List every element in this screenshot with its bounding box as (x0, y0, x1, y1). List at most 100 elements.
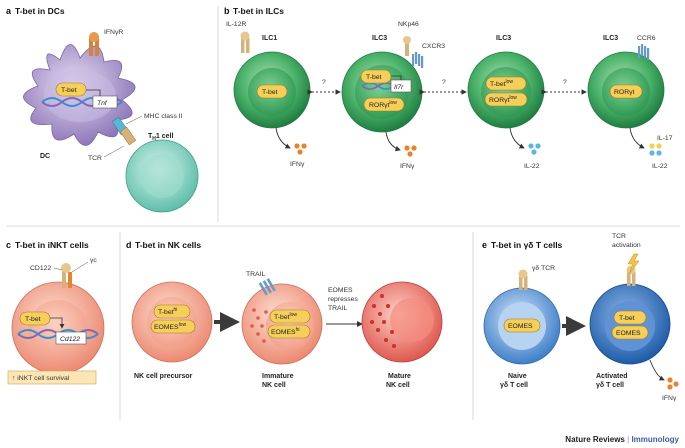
ilc3b-nucleus (481, 67, 531, 117)
tcr-leader (103, 145, 125, 158)
tbet-pill-ilc3b (485, 76, 527, 91)
trail-receptor (258, 278, 276, 296)
cd122-gene-box (55, 331, 87, 345)
naive-label-1: Naive (508, 373, 527, 380)
svg-text:T-betlow: T-betlow (274, 312, 297, 321)
th1-rest: 1 cell (156, 133, 174, 140)
q-mark-1: ? (322, 79, 326, 86)
panel-a-title: T-bet in DCs (15, 6, 65, 16)
mature-label-2: NK cell (386, 382, 410, 389)
gd-tcr-label: γδ TCR (532, 265, 555, 272)
activated-label-2: γδ T cell (596, 382, 624, 389)
tbet-pill-ilc3b-label: T-bet (490, 81, 506, 88)
arrow-ilc3c-cytokines (629, 127, 645, 149)
q-mark-3: ? (563, 79, 567, 86)
naive-label-2: γδ T cell (500, 382, 528, 389)
tcr-label: TCR (88, 155, 102, 162)
tbet-pill-a (55, 82, 87, 97)
ifngr-receptor (89, 32, 99, 56)
th1-nucleus (140, 154, 184, 198)
mhc-leader (125, 115, 143, 125)
dc-label: DC (40, 153, 50, 160)
roryt-pill-ilc3c-label: RORγt (614, 89, 635, 96)
cd122-label: CD122 (30, 265, 51, 272)
panel-b-title: T-bet in ILCs (233, 6, 284, 16)
panel-c-title: T-bet in iNKT cells (15, 240, 89, 250)
il22-label-ilc3c: IL-22 (652, 163, 668, 170)
svg-text:TH1 cell: TH1 cell (148, 133, 173, 142)
ifng-dots-ilc3a (404, 145, 417, 157)
survival-label: ↑ iNKT cell survival (12, 375, 70, 382)
ccr6-label: CCR6 (637, 35, 656, 42)
tbet-c-arrow (50, 317, 65, 329)
mhc-tcr-synapse (111, 116, 137, 146)
journal-name: Nature Reviews (565, 435, 625, 444)
arrow-activated-ifng (649, 359, 665, 381)
panel-d-letter: d (126, 240, 132, 250)
tbet-pill-c-label: T-bet (25, 316, 41, 323)
tbet-pill-activated (613, 310, 647, 325)
tbet-pill-immature-label: T-bet (274, 314, 290, 321)
lightning-icon (627, 253, 640, 275)
il7r-gene: Il7r (394, 84, 404, 91)
il12r-label: IL-12R (226, 21, 246, 28)
eomes-pill-activated (611, 325, 649, 340)
eomes-pill-naive-label: EOMES (508, 323, 533, 330)
eomes-note-2: represses (328, 296, 358, 303)
il22-label-ilc3b: IL-22 (524, 163, 540, 170)
trail-label: TRAIL (246, 271, 265, 278)
roryt-pill-ilc3b (484, 92, 528, 107)
immature-label-2: NK cell (262, 382, 286, 389)
eomes-precursor-sup: low (179, 322, 187, 328)
ilc3a-label: ILC3 (372, 35, 387, 42)
ilc1-label: ILC1 (262, 35, 277, 42)
roryt-ilc3b-sup: low (509, 95, 517, 101)
ifng-label-e: IFNγ (662, 395, 677, 402)
mhc-label: MHC class II (144, 113, 183, 120)
tcr-activation-label-2: activation (612, 242, 641, 249)
tbet-b-inhibit (391, 75, 402, 80)
gc-label: γc (90, 257, 97, 264)
arrow-ilc1-ifng (275, 127, 291, 149)
precursor-label: NK cell precursor (134, 373, 193, 380)
ilc3b-label: ILC3 (496, 35, 511, 42)
il17-dots-ilc3c (649, 143, 662, 149)
tbet-precursor-sup: hi (174, 307, 178, 313)
tbet-pill-precursor (153, 304, 191, 319)
panel-d-title: T-bet in NK cells (135, 240, 201, 250)
roryt-pill-ilc3a-label: RORγt (369, 102, 390, 109)
journal-section: Immunology (631, 435, 679, 444)
ifngr-label: IFNγR (104, 29, 123, 36)
cd122-leader (53, 267, 63, 271)
th1-sub: H (152, 136, 156, 142)
roryt-pill-ilc3b-label: RORγt (489, 97, 510, 104)
gc-leader (71, 261, 89, 273)
nkp46-label: NKp46 (398, 21, 419, 28)
panel-d: d T-bet in NK cells T-bethi EOMESlow NK … (126, 240, 443, 389)
tnf-box (92, 95, 118, 109)
tbet-ilc3b-sup: low (506, 79, 514, 85)
panel-e-letter: e (482, 240, 487, 250)
il17-label-ilc3c: IL-17 (657, 135, 673, 142)
cxcr3-receptor (412, 52, 424, 68)
cd122-gene: Cd122 (60, 336, 80, 343)
svg-text:RORγtlow: RORγtlow (489, 95, 517, 104)
tbet-pill-activated-label: T-bet (619, 315, 635, 322)
panel-b: b T-bet in ILCs ILC1 IL-12R T-bet ILC3 N… (224, 6, 673, 170)
tbet-pill-precursor-label: T-bet (158, 309, 174, 316)
activated-label-1: Activated (596, 373, 628, 380)
tbet-pill-immature (269, 309, 311, 324)
il22-dots-ilc3c (649, 150, 662, 156)
ifng-dots-e (667, 377, 679, 390)
inkt-nucleus (28, 300, 88, 360)
cxcr3-label: CXCR3 (422, 43, 445, 50)
nkp46-receptor (403, 36, 411, 56)
mature-granules (370, 294, 396, 348)
tbet-pill-ilc1 (256, 84, 288, 99)
ilc3c-label: ILC3 (603, 35, 618, 42)
tbet-pill-ilc3a-label: T-bet (366, 74, 382, 81)
ccr6-receptor (638, 44, 650, 60)
panel-b-letter: b (224, 6, 230, 16)
eomes-pill-precursor-label: EOMES (154, 324, 179, 331)
cd122-receptor (61, 263, 72, 288)
